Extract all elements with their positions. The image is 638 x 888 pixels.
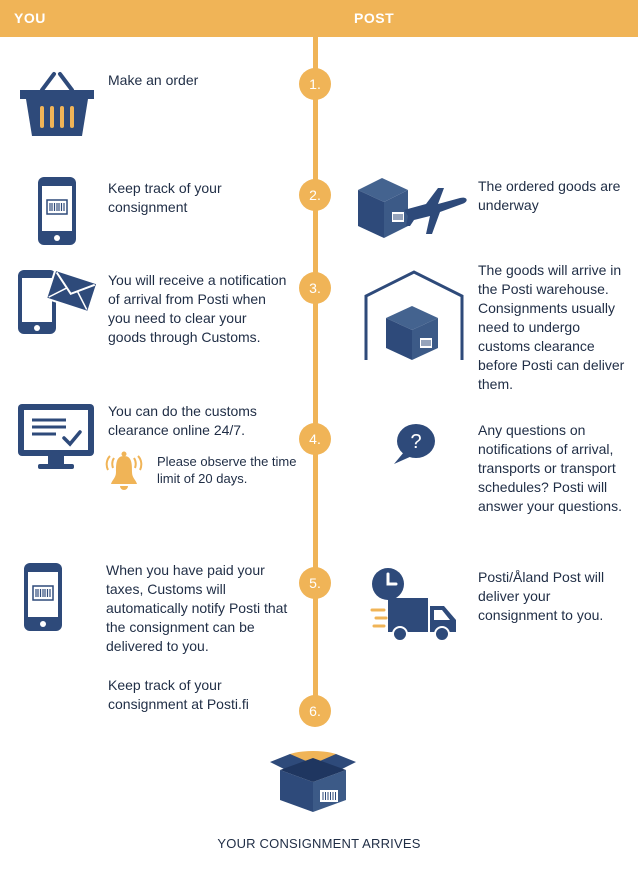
step-1-marker: 1.: [299, 68, 331, 100]
open-box-icon: [270, 751, 356, 812]
alarm-bell-icon: [105, 451, 143, 490]
step-4-note-text: Please observe the time limit of 20 days…: [157, 454, 297, 486]
step-1-you-text: Make an order: [108, 72, 199, 88]
question-bubble-icon: ?: [394, 424, 435, 464]
step-3-you-text: You will receive a notification of arriv…: [108, 272, 287, 345]
step-2-post-text: The ordered goods are underway: [478, 178, 621, 213]
header-bar: YOU POST: [0, 0, 638, 37]
step-6-you-text: Keep track of your consignment at Posti.…: [108, 677, 249, 712]
svg-text:?: ?: [410, 431, 421, 453]
final-caption: YOUR CONSIGNMENT ARRIVES: [217, 836, 421, 851]
step-5-you-text: When you have paid your taxes, Customs w…: [106, 562, 288, 654]
post-column-title: POST: [354, 10, 395, 26]
step-5-post-text: Posti/Åland Post will deliver your consi…: [478, 569, 605, 623]
step-6-marker: 6.: [299, 695, 331, 727]
shopping-basket-icon: [20, 72, 94, 136]
step-5-marker: 5.: [299, 567, 331, 599]
step-2-you-text: Keep track of your consignment: [108, 180, 222, 215]
step-2-marker: 2.: [299, 179, 331, 211]
step-4-marker: 4.: [299, 423, 331, 455]
step-4-you-text: You can do the customs clearance online …: [108, 403, 257, 438]
timeline-line: [313, 37, 318, 719]
box-airplane-icon: [358, 178, 467, 238]
mobile-barcode-icon: [38, 177, 76, 245]
step-4-post-text: Any questions on notifications of arriva…: [478, 422, 622, 514]
mobile-envelope-icon: [18, 268, 96, 334]
step-3-post-text: The goods will arrive in the Posti wareh…: [478, 262, 625, 392]
delivery-truck-clock-icon: [370, 568, 456, 642]
you-column-title: YOU: [14, 10, 46, 26]
monitor-check-icon: [18, 404, 94, 469]
step-3-marker: 3.: [299, 272, 331, 304]
mobile-barcode-icon: [24, 563, 62, 631]
warehouse-box-icon: [364, 270, 464, 360]
